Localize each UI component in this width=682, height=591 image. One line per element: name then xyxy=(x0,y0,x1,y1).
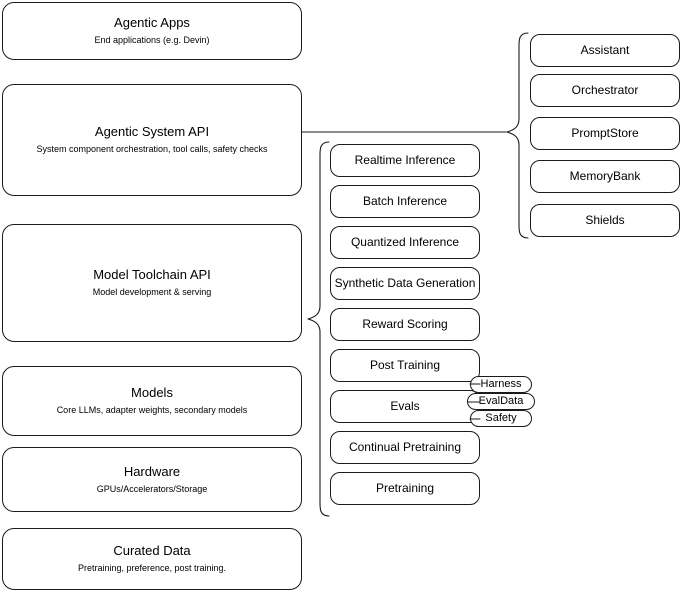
capability-pretraining[interactable]: Pretraining xyxy=(330,472,480,505)
layer-title: Agentic System API xyxy=(94,124,210,139)
pill-label: Harness xyxy=(480,378,522,390)
system-component-assistant[interactable]: Assistant xyxy=(530,34,680,67)
system-component-label: MemoryBank xyxy=(569,169,641,183)
system-component-memorybank[interactable]: MemoryBank xyxy=(530,160,680,193)
capability-realtime-inference[interactable]: Realtime Inference xyxy=(330,144,480,177)
brace-system-components xyxy=(506,32,529,239)
capability-label: Batch Inference xyxy=(362,194,448,208)
layer-title: Hardware xyxy=(123,463,181,479)
system-component-label: Assistant xyxy=(580,43,630,57)
system-component-label: Shields xyxy=(585,213,625,227)
capability-evals[interactable]: Evals xyxy=(330,390,480,423)
layer-hardware[interactable]: Hardware GPUs/Accelerators/Storage xyxy=(2,447,302,512)
capability-label: Pretraining xyxy=(375,481,435,495)
capability-label: Quantized Inference xyxy=(350,235,460,249)
layer-subtitle: Model development & serving xyxy=(92,287,212,297)
evals-pill-safety[interactable]: Safety xyxy=(470,410,532,427)
capability-label: Synthetic Data Generation xyxy=(334,276,476,290)
capability-synthetic-data-generation[interactable]: Synthetic Data Generation xyxy=(330,267,480,300)
capability-label: Reward Scoring xyxy=(362,317,448,331)
capability-reward-scoring[interactable]: Reward Scoring xyxy=(330,308,480,341)
capability-label: Evals xyxy=(390,399,420,413)
layer-title: Models xyxy=(131,385,173,400)
pill-label: EvalData xyxy=(478,395,524,407)
capability-label: Post Training xyxy=(369,358,441,372)
system-component-label: Orchestrator xyxy=(571,83,639,97)
evals-pill-harness[interactable]: Harness xyxy=(470,376,532,393)
brace-toolchain-capabilities xyxy=(307,141,330,517)
system-component-promptstore[interactable]: PromptStore xyxy=(530,117,680,150)
capability-label: Realtime Inference xyxy=(354,153,456,167)
capability-continual-pretraining[interactable]: Continual Pretraining xyxy=(330,431,480,464)
layer-title: Agentic Apps xyxy=(114,15,190,30)
capability-batch-inference[interactable]: Batch Inference xyxy=(330,185,480,218)
layer-subtitle: Core LLMs, adapter weights, secondary mo… xyxy=(56,405,248,415)
layer-subtitle: System component orchestration, tool cal… xyxy=(36,144,268,154)
layer-agentic-system-api[interactable]: Agentic System API System component orch… xyxy=(2,84,302,196)
layer-model-toolchain-api[interactable]: Model Toolchain API Model development & … xyxy=(2,224,302,342)
layer-subtitle: Pretraining, preference, post training. xyxy=(77,563,227,573)
evals-pill-evaldata[interactable]: EvalData xyxy=(467,393,535,410)
layer-subtitle: GPUs/Accelerators/Storage xyxy=(96,483,208,494)
capability-post-training[interactable]: Post Training xyxy=(330,349,480,382)
system-component-orchestrator[interactable]: Orchestrator xyxy=(530,74,680,107)
pill-label: Safety xyxy=(485,412,517,424)
layer-agentic-apps[interactable]: Agentic Apps End applications (e.g. Devi… xyxy=(2,2,302,60)
capability-label: Continual Pretraining xyxy=(348,440,462,454)
layer-title: Curated Data xyxy=(113,543,191,558)
capability-quantized-inference[interactable]: Quantized Inference xyxy=(330,226,480,259)
layer-curated-data[interactable]: Curated Data Pretraining, preference, po… xyxy=(2,528,302,590)
layer-models[interactable]: Models Core LLMs, adapter weights, secon… xyxy=(2,366,302,436)
system-component-label: PromptStore xyxy=(571,126,639,140)
layer-title: Model Toolchain API xyxy=(93,267,211,282)
system-component-shields[interactable]: Shields xyxy=(530,204,680,237)
layer-subtitle: End applications (e.g. Devin) xyxy=(94,35,210,45)
